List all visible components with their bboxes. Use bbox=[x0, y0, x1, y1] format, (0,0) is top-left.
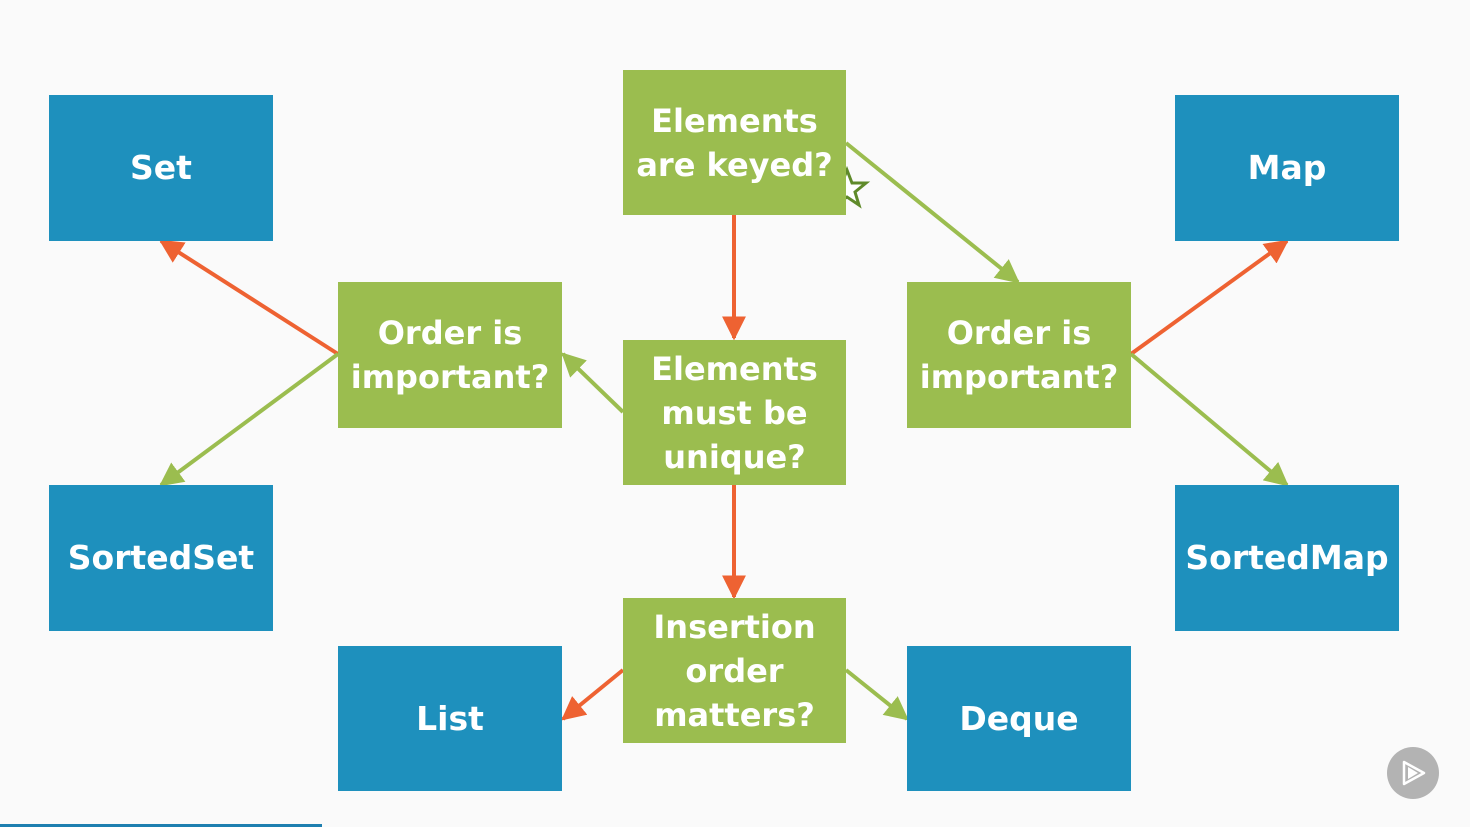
play-icon bbox=[1402, 760, 1426, 786]
decision-keyed: Elements are keyed? bbox=[623, 70, 846, 215]
result-sortedset-label: SortedSet bbox=[67, 538, 255, 577]
result-deque: Deque bbox=[907, 646, 1131, 791]
decision-unique-label: Elements must be unique? bbox=[651, 349, 818, 476]
decision-order-left: Order is important? bbox=[338, 282, 562, 428]
decision-unique: Elements must be unique? bbox=[623, 340, 846, 485]
edge-insertion-to-list bbox=[561, 668, 625, 721]
result-set-label: Set bbox=[130, 148, 192, 187]
edge-keyed-to-order-right bbox=[844, 141, 1020, 284]
video-progress-bar[interactable] bbox=[0, 824, 322, 827]
result-list-label: List bbox=[416, 698, 484, 738]
edge-unique-to-order-left bbox=[561, 352, 625, 414]
result-sortedset: SortedSet bbox=[49, 485, 273, 631]
result-list: List bbox=[338, 646, 562, 791]
result-map-label: Map bbox=[1247, 148, 1327, 187]
decision-keyed-label: Elements are keyed? bbox=[636, 101, 833, 184]
edge-insertion-to-deque bbox=[844, 668, 909, 721]
edge-order-left-to-set bbox=[158, 239, 340, 356]
edge-order-left-to-sortedset bbox=[159, 352, 340, 487]
decision-insertion-label: Insertion order matters? bbox=[653, 607, 816, 734]
result-set: Set bbox=[49, 95, 273, 241]
decision-insertion-order: Insertion order matters? bbox=[623, 598, 846, 743]
result-sortedmap-label: SortedMap bbox=[1185, 538, 1389, 577]
result-sortedmap: SortedMap bbox=[1175, 485, 1399, 631]
result-map: Map bbox=[1175, 95, 1399, 241]
edge-order-right-to-sortedmap bbox=[1129, 352, 1289, 487]
edge-order-right-to-map bbox=[1129, 239, 1289, 356]
decision-order-right: Order is important? bbox=[907, 282, 1131, 428]
result-deque-label: Deque bbox=[959, 698, 1079, 738]
play-button[interactable] bbox=[1387, 747, 1439, 799]
decision-order-left-label: Order is important? bbox=[350, 314, 550, 396]
decision-order-right-label: Order is important? bbox=[919, 314, 1119, 396]
